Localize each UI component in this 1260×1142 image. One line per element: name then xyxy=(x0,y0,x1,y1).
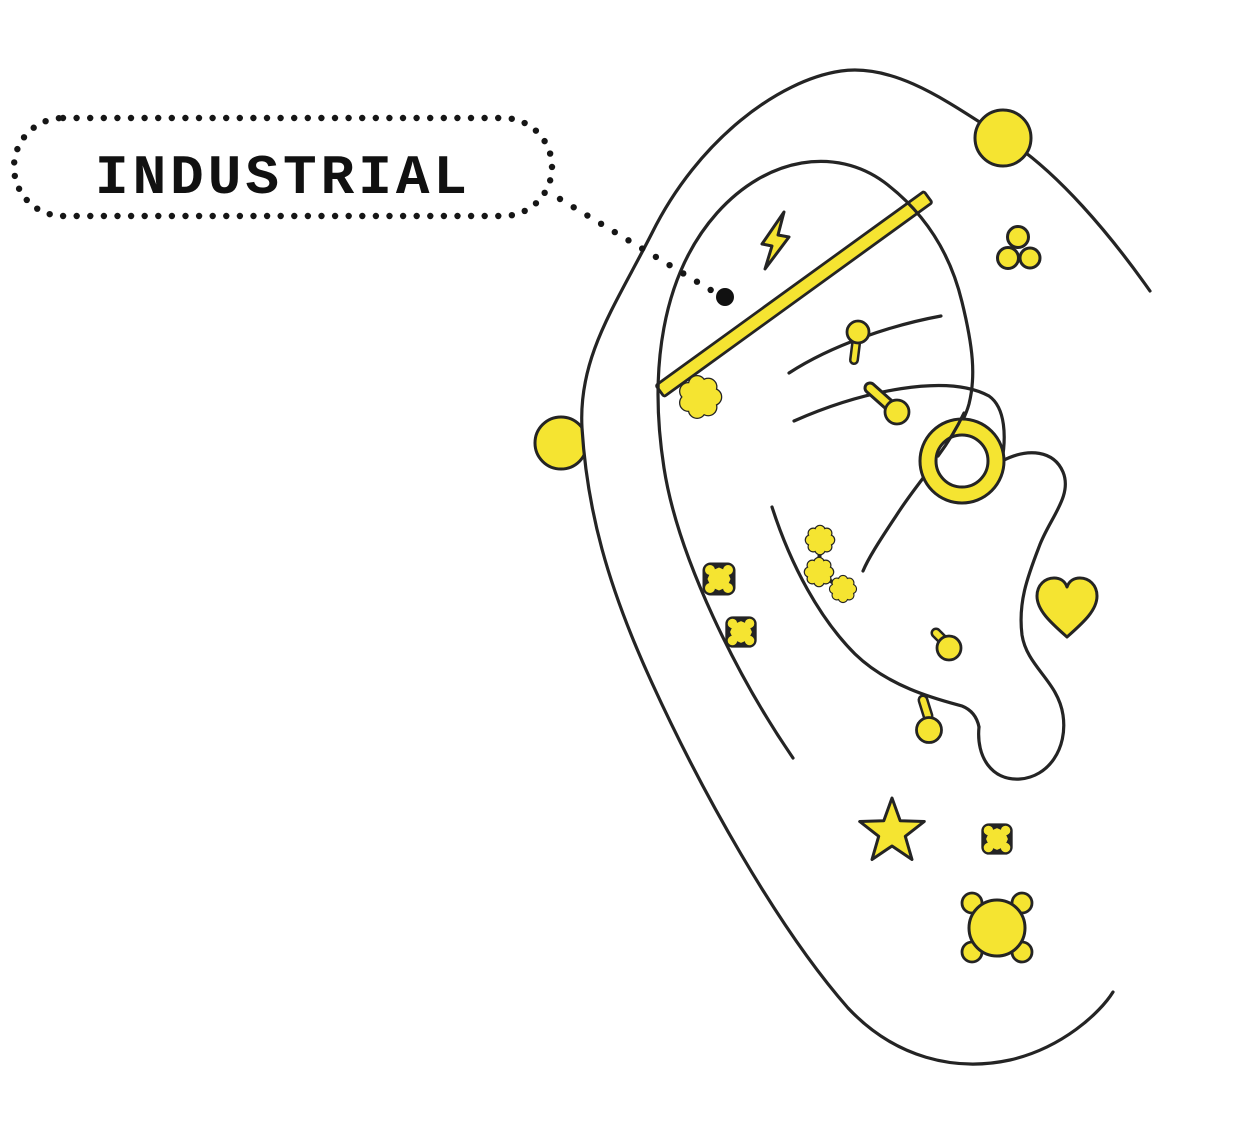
callout-label: INDUSTRIAL xyxy=(95,146,471,210)
round-prong-gem-stud[interactable] xyxy=(960,891,1034,964)
trinity-cluster-stud[interactable] xyxy=(996,225,1042,270)
conch-stud[interactable] xyxy=(930,627,963,662)
rook-stud[interactable] xyxy=(845,319,871,365)
leader-target-dot[interactable] xyxy=(716,288,734,306)
outer-ear-outline xyxy=(580,68,1152,1066)
leader-dotted-line xyxy=(556,195,718,296)
callout-leader xyxy=(556,195,734,306)
gear-trio-stud[interactable] xyxy=(803,524,858,604)
heart-stud[interactable] xyxy=(1035,576,1099,639)
daith-hoop[interactable] xyxy=(918,411,1006,505)
star-stud[interactable] xyxy=(858,796,926,861)
snug-barbell[interactable] xyxy=(863,381,911,426)
lightning-bolt-stud[interactable] xyxy=(760,210,791,271)
antihelix-line xyxy=(792,383,1006,463)
concha-line xyxy=(770,505,981,729)
small-square-gem-stud[interactable] xyxy=(981,823,1013,855)
industrial-barbell[interactable] xyxy=(655,190,933,398)
helix-ball-top[interactable] xyxy=(973,108,1033,168)
antitragus-stud[interactable] xyxy=(915,694,943,744)
callout-dotted-border xyxy=(10,114,556,220)
forward-helix-ball-left[interactable] xyxy=(533,415,589,471)
flower-burst-end[interactable] xyxy=(678,374,723,420)
callout-industrial[interactable]: INDUSTRIAL xyxy=(10,114,556,220)
tragus-notch-line xyxy=(977,451,1067,781)
square-gem-stud-lower[interactable] xyxy=(725,616,757,648)
square-gem-stud-upper[interactable] xyxy=(702,562,736,596)
